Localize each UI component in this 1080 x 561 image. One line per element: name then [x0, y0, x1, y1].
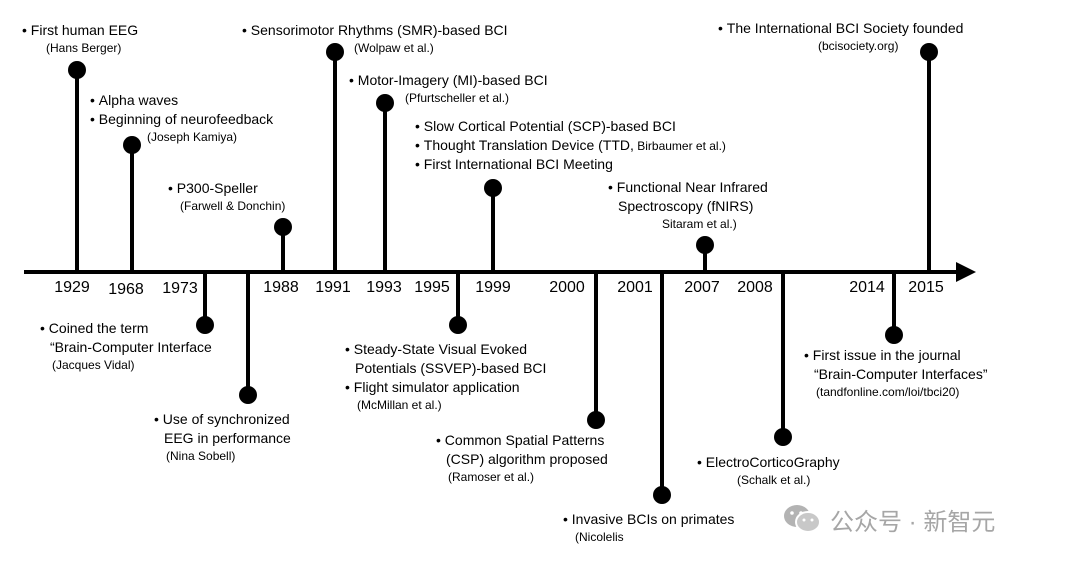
year-label: 2015: [908, 279, 944, 296]
axis-arrowhead: [956, 262, 976, 282]
event-citation: (bcisociety.org): [818, 39, 899, 53]
event-title: Common Spatial Patterns: [436, 431, 608, 450]
event-citation: Birbaumer et al.): [633, 139, 726, 153]
event-citation: (Hans Berger): [46, 41, 122, 55]
event-citation: (Jacques Vidal): [52, 358, 135, 372]
event-title: Flight simulator application: [345, 378, 546, 397]
event-citation: (Nina Sobell): [166, 449, 236, 463]
event-title: Functional Near Infrared: [608, 178, 768, 197]
year-label: 2000: [549, 279, 585, 296]
event-citation: (Schalk et al.): [737, 473, 811, 487]
dot-1991: [326, 43, 344, 61]
event-title: Invasive BCIs on primates: [563, 510, 735, 529]
dot-2014: [885, 326, 903, 344]
event-smr-bci: Sensorimotor Rhythms (SMR)-based BCI (Wo…: [242, 21, 508, 57]
event-title: Sensorimotor Rhythms (SMR)-based BCI: [242, 21, 508, 40]
year-label: 1988: [263, 279, 299, 296]
dot-2008: [774, 428, 792, 446]
event-citation: (tandfonline.com/loi/tbci20): [816, 385, 960, 399]
event-ecog: ElectroCorticoGraphy (Schalk et al.): [697, 453, 840, 489]
event-scp-bci: Slow Cortical Potential (SCP)-based BCI …: [415, 117, 726, 174]
year-label: 1995: [414, 279, 450, 296]
event-title: Alpha waves: [90, 91, 273, 110]
year-label: 1991: [315, 279, 351, 296]
year-label: 1993: [366, 279, 402, 296]
event-title: First International BCI Meeting: [415, 155, 726, 174]
year-label: 2001: [617, 279, 653, 296]
event-title: Slow Cortical Potential (SCP)-based BCI: [415, 117, 726, 136]
year-label: 2014: [849, 279, 885, 296]
event-title-text: Thought Translation Device (TTD,: [423, 137, 634, 153]
event-title: First human EEG: [22, 21, 138, 40]
event-title: The International BCI Society founded: [718, 19, 964, 38]
event-sync-eeg-performance: Use of synchronized EEG in performance (…: [154, 410, 291, 465]
year-label: 1929: [54, 279, 90, 296]
event-fnirs: Functional Near Infrared Spectroscopy (f…: [608, 178, 768, 233]
event-invasive-bcis: Invasive BCIs on primates (Nicolelis: [563, 510, 735, 546]
event-citation: Sitaram et al.): [662, 217, 737, 231]
event-title: “Brain-Computer Interfaces”: [814, 366, 988, 382]
dot-1993: [376, 94, 394, 112]
dot-2001: [653, 486, 671, 504]
dot-1999: [484, 179, 502, 197]
event-title: First issue in the journal: [804, 346, 988, 365]
event-title: Beginning of neurofeedback: [90, 110, 273, 129]
event-csp-algorithm: Common Spatial Patterns (CSP) algorithm …: [436, 431, 608, 486]
event-mi-bci: Motor-Imagery (MI)-based BCI (Pfurtschel…: [349, 71, 548, 107]
event-title: Motor-Imagery (MI)-based BCI: [349, 71, 548, 90]
event-citation: (Farwell & Donchin): [180, 199, 286, 213]
event-title: Steady-State Visual Evoked: [345, 340, 546, 359]
wechat-watermark: 公众号 · 新智元: [782, 503, 996, 536]
event-citation: (Pfurtscheller et al.): [405, 91, 510, 105]
event-alpha-waves: Alpha waves Beginning of neurofeedback (…: [90, 91, 273, 146]
year-label: 2007: [684, 279, 720, 296]
dot-1929: [68, 61, 86, 79]
dot-1995: [449, 316, 467, 334]
event-bci-journal: First issue in the journal “Brain-Comput…: [804, 346, 988, 401]
year-label: 1999: [475, 279, 511, 296]
dot-1979: [239, 386, 257, 404]
event-title: (CSP) algorithm proposed: [446, 451, 608, 467]
year-label: 1968: [108, 281, 144, 298]
event-citation: (Ramoser et al.): [448, 470, 535, 484]
event-title: Use of synchronized: [154, 410, 291, 429]
watermark-text: 公众号 · 新智元: [830, 508, 996, 536]
event-title: EEG in performance: [164, 430, 291, 446]
event-citation: (Wolpaw et al.): [354, 41, 434, 55]
event-bci-society: The International BCI Society founded (b…: [718, 19, 964, 55]
event-citation: (Nicolelis: [575, 530, 624, 544]
event-p300-speller: P300-Speller (Farwell & Donchin): [168, 179, 286, 215]
dot-2000: [587, 411, 605, 429]
event-title: Thought Translation Device (TTD, Birbaum…: [415, 136, 726, 155]
event-first-human-eeg: First human EEG (Hans Berger): [22, 21, 138, 57]
event-coined-bci-term: Coined the term “Brain-Computer Interfac…: [40, 319, 212, 374]
event-title: Potentials (SSVEP)-based BCI: [355, 360, 547, 376]
year-label: 1973: [162, 280, 198, 297]
dot-2015: [920, 43, 938, 61]
event-citation: (McMillan et al.): [357, 398, 442, 412]
event-title: “Brain-Computer Interface: [50, 339, 212, 355]
wechat-icon: [784, 505, 821, 533]
event-ssvep-bci: Steady-State Visual Evoked Potentials (S…: [345, 340, 547, 414]
event-title: P300-Speller: [168, 179, 285, 198]
dot-2007: [696, 236, 714, 254]
event-title: ElectroCorticoGraphy: [697, 453, 840, 472]
year-label: 2008: [737, 279, 773, 296]
event-citation: (Joseph Kamiya): [147, 130, 238, 144]
event-title: Coined the term: [40, 319, 212, 338]
event-title: Spectroscopy (fNIRS): [618, 198, 754, 214]
dot-1968: [123, 136, 141, 154]
dot-1988: [274, 218, 292, 236]
